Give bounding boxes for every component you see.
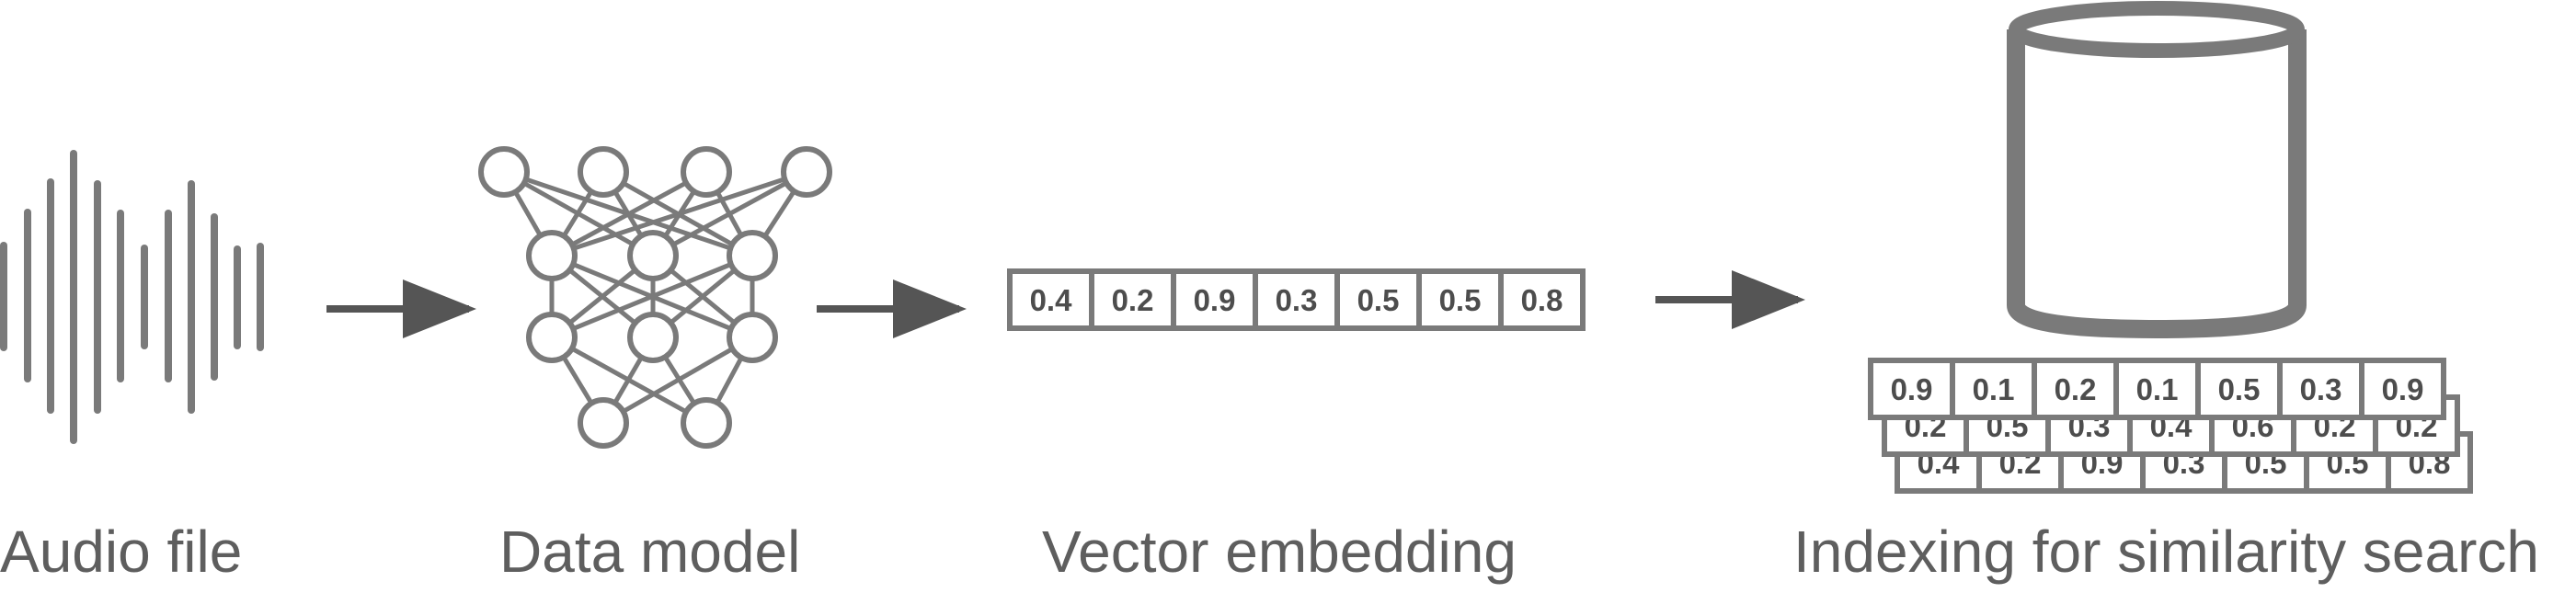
network-edge xyxy=(551,169,807,258)
vector-cell-value: 0.3 xyxy=(2300,372,2342,406)
neural-network-icon xyxy=(478,146,832,449)
network-node xyxy=(478,146,530,198)
vector-cell xyxy=(1007,268,1094,331)
label-audio-file: Audio file xyxy=(0,519,242,585)
network-node xyxy=(526,230,578,281)
vector-cell xyxy=(2277,358,2364,420)
network-node xyxy=(627,230,679,281)
label-data-model: Data model xyxy=(499,519,800,585)
network-edge xyxy=(651,169,808,258)
vector-cell xyxy=(1498,268,1586,331)
vector-cell xyxy=(1253,268,1340,331)
vector-cell-value: 0.9 xyxy=(2382,372,2424,406)
network-node xyxy=(727,312,778,363)
vector-cell-value: 0.5 xyxy=(1357,283,1400,317)
network-node xyxy=(578,146,629,198)
vector-cell xyxy=(2032,358,2119,420)
network-node xyxy=(578,397,629,449)
vector-cell-value: 0.8 xyxy=(1521,283,1563,317)
vector-cell-value: 0.9 xyxy=(1194,283,1236,317)
vector-cell xyxy=(1171,268,1258,331)
network-edge xyxy=(550,169,708,258)
vector-embedding-row: 0.4 0.2 0.9 0.3 0.5 0.5 0.8 xyxy=(1007,268,1586,331)
vector-cell-value: 0.2 xyxy=(2055,372,2097,406)
vector-cell xyxy=(1089,268,1176,331)
network-node xyxy=(627,312,679,363)
database-icon xyxy=(2007,1,2307,339)
vector-cell-value: 0.4 xyxy=(1030,283,1073,317)
network-node xyxy=(681,397,732,449)
audio-waveform-icon xyxy=(0,150,264,444)
network-node xyxy=(681,146,732,198)
vector-cell-value: 0.1 xyxy=(2136,372,2179,406)
vector-cell xyxy=(1950,358,2037,420)
index-row: 0.9 0.1 0.2 0.1 0.5 0.3 0.9 xyxy=(1868,358,2446,420)
vector-cell-value: 0.1 xyxy=(1973,372,2015,406)
network-edge xyxy=(551,253,753,340)
vector-cell xyxy=(1416,268,1504,331)
label-indexing: Indexing for similarity search xyxy=(1793,519,2539,585)
vector-cell xyxy=(1334,268,1422,331)
network-edge xyxy=(601,335,754,426)
vector-cell-value: 0.5 xyxy=(2218,372,2261,406)
network-node xyxy=(526,312,578,363)
label-vector-embedding: Vector embedding xyxy=(1042,519,1517,585)
network-node xyxy=(781,146,832,198)
vector-cell-value: 0.9 xyxy=(1891,372,1933,406)
vector-cell-value: 0.5 xyxy=(1439,283,1482,317)
vector-cell xyxy=(1868,358,1955,420)
network-node xyxy=(727,230,778,281)
vector-cell-value: 0.2 xyxy=(1112,283,1154,317)
vector-cell-value: 0.3 xyxy=(1276,283,1318,317)
embedding-values: 0.4 0.2 0.9 0.3 0.5 0.5 0.8 xyxy=(1007,268,1586,331)
vector-cell xyxy=(2359,358,2446,420)
